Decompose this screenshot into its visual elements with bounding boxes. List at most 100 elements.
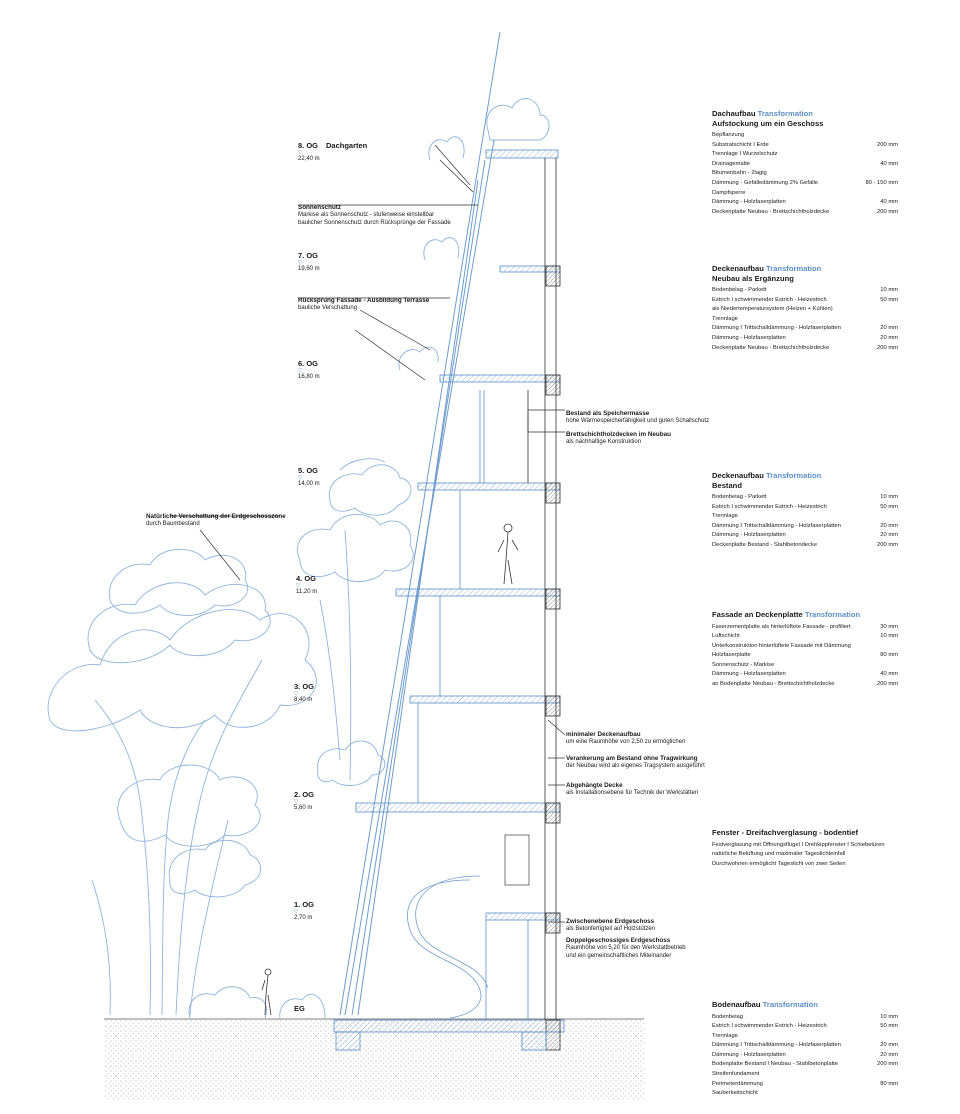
spec-thickness: 20 mm — [880, 522, 898, 529]
spec-layer: Estrich I schwimmender Estrich - Heizest… — [712, 296, 827, 303]
spec-layer: Luftschicht — [712, 633, 740, 640]
note-title: Bestand als Speichermasse — [566, 410, 650, 417]
level-marker-icon: ▽ — [298, 475, 303, 481]
note-line: bauliche Verschattung — [298, 305, 358, 311]
level-name: 5. OG — [298, 466, 319, 475]
spec-row: natürliche Belüftung und maximaler Tages… — [712, 850, 898, 860]
spec-row: Estrich I schwimmender Estrich - Heizest… — [712, 503, 898, 513]
spec-thickness: 10 mm — [880, 494, 898, 500]
spec-deckenaufbau-neubau: Deckenaufbau Transformation Neubau als E… — [712, 264, 898, 353]
spec-layer: Estrich I schwimmender Estrich - Heizest… — [712, 1023, 827, 1030]
spec-title: Deckenaufbau Transformation — [712, 264, 822, 273]
spec-row: Durchwohnen ermöglicht Tageslicht von zw… — [712, 860, 898, 870]
roof-garden-label: Dachgarten — [326, 141, 368, 150]
note-title: Natürliche Verschattung der Erdgeschossz… — [146, 513, 286, 520]
note-title: Sonnenschutz — [298, 204, 342, 211]
spec-thickness: 30 mm — [880, 623, 898, 630]
existing-structure — [545, 265, 561, 1051]
note-speichermasse: Bestand als Speichermasse hohe Wärmespei… — [566, 410, 709, 426]
spec-row: Bodenbelag - Parkett 10 mm — [712, 493, 898, 503]
spec-thickness: 10 mm — [880, 287, 898, 293]
spec-row: Sonnenschutz - Markise — [712, 661, 898, 671]
spec-thickness: 10 mm — [880, 1013, 898, 1020]
spec-thickness: 200 mm — [877, 1061, 898, 1068]
spec-thickness: 50 mm — [880, 296, 898, 303]
spec-title: Dachaufbau Transformation — [712, 109, 813, 118]
level-height: 22,40 m — [298, 156, 320, 162]
spec-layer: Dämmung I Trittschalldämmung - Holzfaser… — [712, 1042, 841, 1049]
spec-thickness: 50 mm — [880, 1023, 898, 1030]
spec-row: Streifenfundament — [712, 1070, 898, 1080]
spec-layer: Bodenbelag - Parkett — [712, 494, 767, 500]
spec-thickness: 50 mm — [880, 503, 898, 510]
spec-layer: Dämmung - Holzfaserplatten — [712, 1051, 786, 1058]
level-name: 7. OG — [298, 251, 319, 260]
spec-layer: Dampfsperre — [712, 189, 746, 196]
spec-row: Dämmung I Trittschalldämmung - Holzfaser… — [712, 1041, 898, 1051]
spec-title: Bodenaufbau Transformation — [712, 1000, 818, 1009]
spec-row: Unterkonstruktion hinterlüftete Fassade … — [712, 642, 898, 652]
level-marker-icon: ▽ — [294, 691, 299, 697]
note-sonnenschutz: Sonnenschutz Markise als Sonnenschutz - … — [298, 204, 451, 227]
spec-layer: natürliche Belüftung und maximaler Tages… — [712, 851, 846, 858]
spec-layer: Streifenfundament — [712, 1071, 760, 1078]
spec-subtitle: Neubau als Ergänzung — [712, 273, 794, 283]
note-title: Rücksprung Fassade - Ausbildung Terrasse — [298, 297, 430, 304]
note-title: Brettschichtholzdecken im Neubau — [566, 431, 671, 438]
spec-thickness: 80 mm — [880, 652, 898, 659]
spec-layer: Trennlage — [712, 513, 738, 520]
spec-thickness: 20 mm — [880, 532, 898, 539]
note-line: als Installationsebene für Technik der W… — [566, 790, 699, 796]
note-doppelgeschoss: Doppelgeschossiges Erdgeschoss Raumhöhe … — [566, 937, 686, 960]
spec-row: Bepflanzung — [712, 131, 898, 141]
level-height: 5,60 m — [294, 805, 313, 811]
level-marker-icon: ▽ — [298, 368, 303, 374]
spec-row: Luftschicht 10 mm — [712, 632, 898, 642]
spec-row: Trennlage I Wurzelschutz — [712, 150, 898, 160]
spec-layer: Faserzementplatte als hinterlüftete Fass… — [712, 623, 851, 630]
spec-row: Bodenplatte Bestand I Neubau - Stahlbeto… — [712, 1060, 898, 1070]
spec-layer: Trennlage — [712, 1032, 738, 1039]
spec-row: Estrich I schwimmender Estrich - Heizest… — [712, 1022, 898, 1032]
spec-thickness: 20 mm — [880, 325, 898, 332]
level-marker-icon: ▽ — [298, 260, 303, 266]
spec-thickness: 20 mm — [880, 1051, 898, 1058]
level-marker-icon: ▽ — [298, 150, 303, 156]
note-line: und ein gemeinschaftliches Miteinander — [566, 952, 672, 959]
spec-rows: Faserzementplatte als hinterlüftete Fass… — [712, 623, 898, 690]
spec-layer: Perimeterdämmung — [712, 1080, 763, 1087]
note-deckenaufbau: minimaler Deckenaufbau um eine Raumhöhe … — [566, 731, 685, 747]
spec-layer: Festverglasung mit Öffnungsflügel I Dreh… — [712, 841, 885, 848]
note-line: der Neubau wird als eigenes Tragsystem a… — [566, 763, 705, 769]
level-marker-icon: ▽ — [296, 583, 301, 589]
spec-thickness: 10 mm — [880, 633, 898, 640]
level-height: 8,40 m — [294, 697, 313, 703]
note-line: als Betonfertigteil auf Holzstützen — [566, 926, 656, 932]
spec-thickness: 200 mm — [877, 344, 898, 351]
spec-subtitle: Bestand — [712, 480, 742, 490]
note-title: minimaler Deckenaufbau — [566, 731, 641, 738]
spec-layer: Deckenplatte Neubau - Brettschichtholzde… — [712, 344, 830, 351]
note-verankerung: Verankerung am Bestand ohne Tragwirkung … — [566, 755, 705, 771]
note-title: Zwischenebene Erdgeschoss — [566, 918, 655, 925]
level-name: 1. OG — [294, 900, 315, 909]
spec-layer: als Niedertemperatursystem (Heizen + Küh… — [712, 306, 833, 313]
spec-title: Deckenaufbau Transformation — [712, 471, 822, 480]
spec-row: Trennlage — [712, 1032, 898, 1042]
spec-row: Faserzementplatte als hinterlüftete Fass… — [712, 623, 898, 633]
note-line: baulicher Sonnenschutz durch Rücksprünge… — [298, 219, 451, 226]
spec-layer: Dämmung - Holzfaserplatten — [712, 671, 786, 678]
spec-thickness: 40 mm — [880, 199, 898, 206]
note-verschattung: Natürliche Verschattung der Erdgeschossz… — [146, 513, 286, 529]
